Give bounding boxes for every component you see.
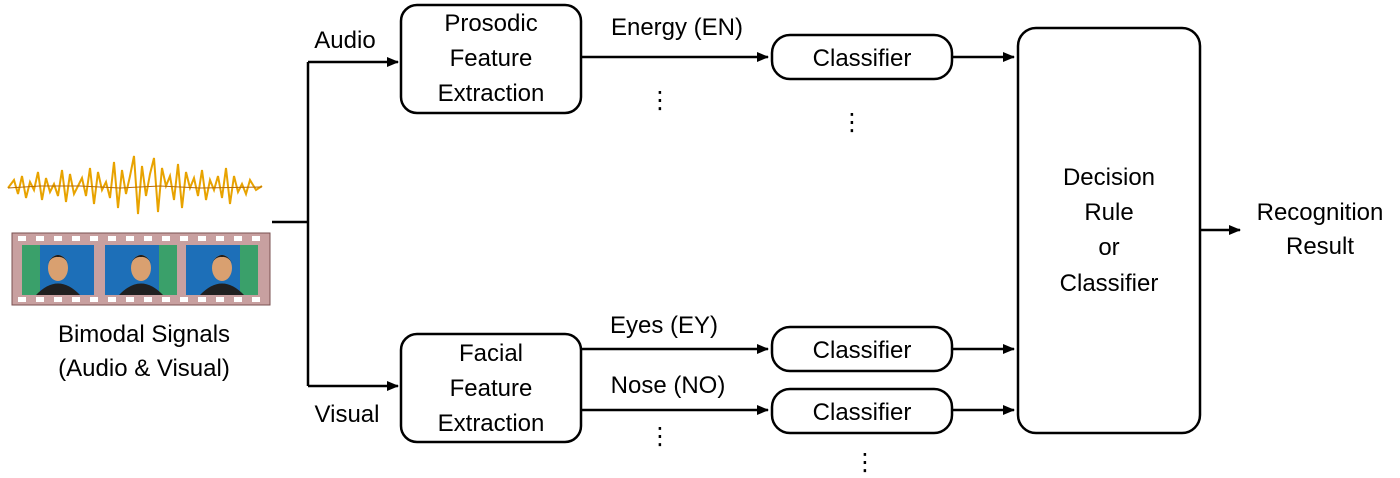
film-sprocket-holes [18,236,260,302]
video-frame-2 [105,245,177,295]
facial-feature-extraction-box: Facial Feature Extraction [399,332,583,444]
ellipsis-visual-features: ⋮ [648,423,672,450]
decision-line1: Decision [1063,164,1155,191]
facial-box-line3: Extraction [438,410,545,437]
output-line2: Result [1286,233,1354,260]
decision-line2: Rule [1084,199,1133,226]
audio-branch-label: Audio [314,27,375,54]
input-caption-line2: (Audio & Visual) [58,355,230,382]
prosodic-box-line2: Feature [450,45,533,72]
input-caption-line1: Bimodal Signals [58,321,230,348]
output-line1: Recognition [1257,199,1384,226]
classifier-box-nose: Classifier [770,387,954,435]
prosodic-feature-extraction-box: Prosodic Feature Extraction [399,3,583,115]
classifier-box-energy: Classifier [770,33,954,81]
prosodic-box-line3: Extraction [438,80,545,107]
audio-waveform-image [7,155,263,215]
eyes-feature-label: Eyes (EY) [610,312,718,339]
facial-box-line2: Feature [450,375,533,402]
ellipsis-audio-features: ⋮ [648,87,672,114]
decision-line4: Classifier [1060,270,1159,297]
prosodic-box-line1: Prosodic [444,10,537,37]
nose-feature-label: Nose (NO) [611,372,726,399]
classifier-box-eyes: Classifier [770,325,954,373]
visual-branch-label: Visual [315,401,380,428]
classifier-label-eyes: Classifier [813,337,912,364]
facial-box-line1: Facial [459,340,523,367]
energy-feature-label: Energy (EN) [611,14,743,41]
video-frame-1 [22,245,94,295]
video-frame-3 [186,245,258,295]
decision-rule-box: Decision Rule or Classifier [1016,26,1202,435]
ellipsis-audio-classifiers: ⋮ [840,109,864,136]
input-splitter [272,57,399,391]
decision-line3: or [1098,234,1119,261]
video-filmstrip-image [11,232,271,306]
classifier-label-energy: Classifier [813,45,912,72]
ellipsis-visual-classifiers: ⋮ [853,449,877,476]
classifier-label-nose: Classifier [813,399,912,426]
